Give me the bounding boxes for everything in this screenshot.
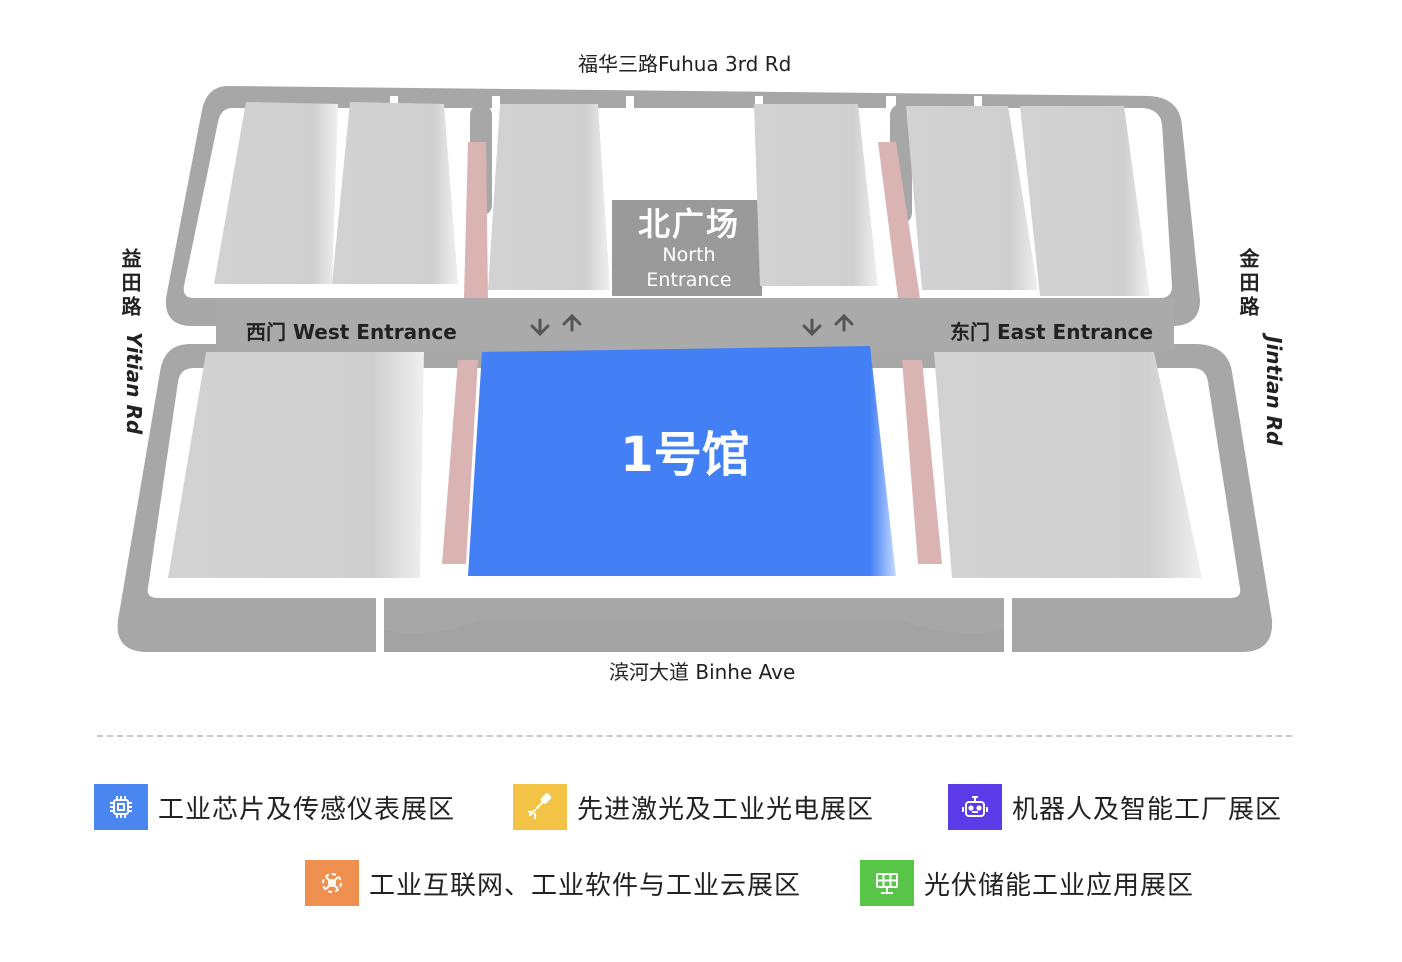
north-entrance-en-1: North [662, 244, 716, 266]
road-label-north: 福华三路Fuhua 3rd Rd [578, 52, 792, 76]
north-entrance-label: 北广场 North Entrance [614, 205, 764, 293]
road-label-east: 金田路 Jintian Rd [1236, 248, 1286, 445]
robot-icon [948, 784, 1002, 830]
legend-item-chip: 工业芯片及传感仪表展区 [94, 784, 455, 830]
legend-label: 工业互联网、工业软件与工业云展区 [369, 870, 802, 901]
building-n4 [754, 104, 878, 286]
legend-item-solar: 光伏储能工业应用展区 [860, 860, 1194, 906]
road-label-east-zh: 金田路 [1236, 248, 1260, 320]
chip-icon [94, 784, 148, 830]
building-n1 [214, 102, 338, 284]
building-n2 [332, 102, 458, 284]
east-entrance-label: 东门 East Entrance [950, 320, 1154, 344]
building-n5 [906, 106, 1038, 290]
laser-icon [513, 784, 567, 830]
legend-item-robot: 机器人及智能工厂展区 [948, 784, 1282, 830]
road-label-west-zh: 益田路 [118, 248, 142, 320]
legend-item-network: 工业互联网、工业软件与工业云展区 [305, 860, 801, 906]
building-n3 [488, 104, 610, 290]
direction-arrows-west [530, 313, 582, 337]
central-avenue [216, 298, 1174, 350]
network-icon [305, 860, 359, 906]
legend-item-laser: 先进激光及工业光电展区 [513, 784, 874, 830]
north-entrance-zh: 北广场 [637, 205, 740, 243]
hall-1-label: 1号馆 [620, 427, 750, 483]
building-s-east [934, 352, 1202, 578]
legend-label: 工业芯片及传感仪表展区 [158, 794, 456, 825]
legend-divider [97, 735, 1292, 737]
road-label-east-en: Jintian Rd [1262, 336, 1286, 446]
legend-label: 光伏储能工业应用展区 [924, 870, 1195, 901]
road-label-west-en: Yitian Rd [122, 332, 146, 435]
road-label-west: 益田路 Yitian Rd [118, 248, 146, 434]
legend-label: 机器人及智能工厂展区 [1012, 794, 1283, 825]
north-plaza [612, 200, 762, 296]
hall-1-highlight [468, 346, 896, 576]
venue-map [117, 86, 1273, 652]
road-label-south: 滨河大道 Binhe Ave [609, 660, 796, 684]
solar-panel-icon [860, 860, 914, 906]
direction-arrows-east [802, 313, 854, 337]
building-n6 [1020, 106, 1150, 296]
building-s-west [168, 352, 424, 578]
west-entrance-label: 西门 West Entrance [246, 320, 457, 344]
north-entrance-en-2: Entrance [646, 269, 732, 291]
legend-label: 先进激光及工业光电展区 [577, 794, 875, 825]
